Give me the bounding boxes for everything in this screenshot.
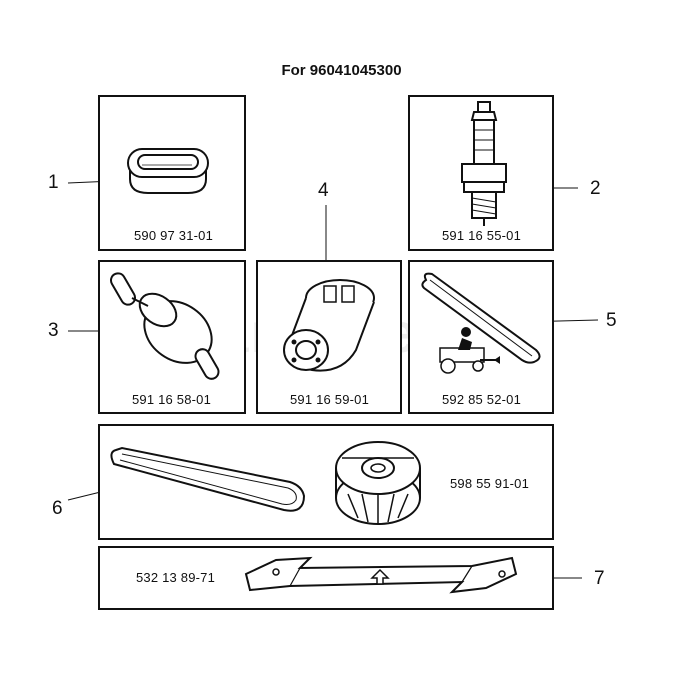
air-filter-icon xyxy=(127,148,209,194)
fuel-filter-icon xyxy=(110,272,220,380)
part-number-4: 591 16 59-01 xyxy=(290,392,370,407)
part-number-6: 598 55 91-01 xyxy=(450,476,530,491)
callout-5: 5 xyxy=(606,310,617,331)
tractor-icon xyxy=(439,327,500,374)
part-box-5[interactable] xyxy=(408,260,554,414)
spark-plug-icon xyxy=(461,101,507,226)
pulley-icon xyxy=(335,441,421,525)
callout-3: 3 xyxy=(48,320,59,341)
part-number-3: 591 16 58-01 xyxy=(132,392,212,407)
part-number-2: 591 16 55-01 xyxy=(442,228,522,243)
callout-2: 2 xyxy=(590,178,601,199)
callout-4: 4 xyxy=(318,180,329,201)
diagram-title: For 96041045300 xyxy=(281,62,402,79)
mower-blade-icon xyxy=(244,556,518,594)
deck-belt-icon xyxy=(110,446,306,512)
drive-belt-icon xyxy=(421,272,541,374)
callout-7: 7 xyxy=(594,568,605,589)
oil-filter-icon xyxy=(283,279,375,372)
part-box-6[interactable] xyxy=(98,424,554,540)
part-number-7: 532 13 89-71 xyxy=(136,570,216,585)
part-number-1: 590 97 31-01 xyxy=(134,228,214,243)
callout-6: 6 xyxy=(52,498,63,519)
part-number-5: 592 85 52-01 xyxy=(442,392,522,407)
callout-1: 1 xyxy=(48,172,59,193)
